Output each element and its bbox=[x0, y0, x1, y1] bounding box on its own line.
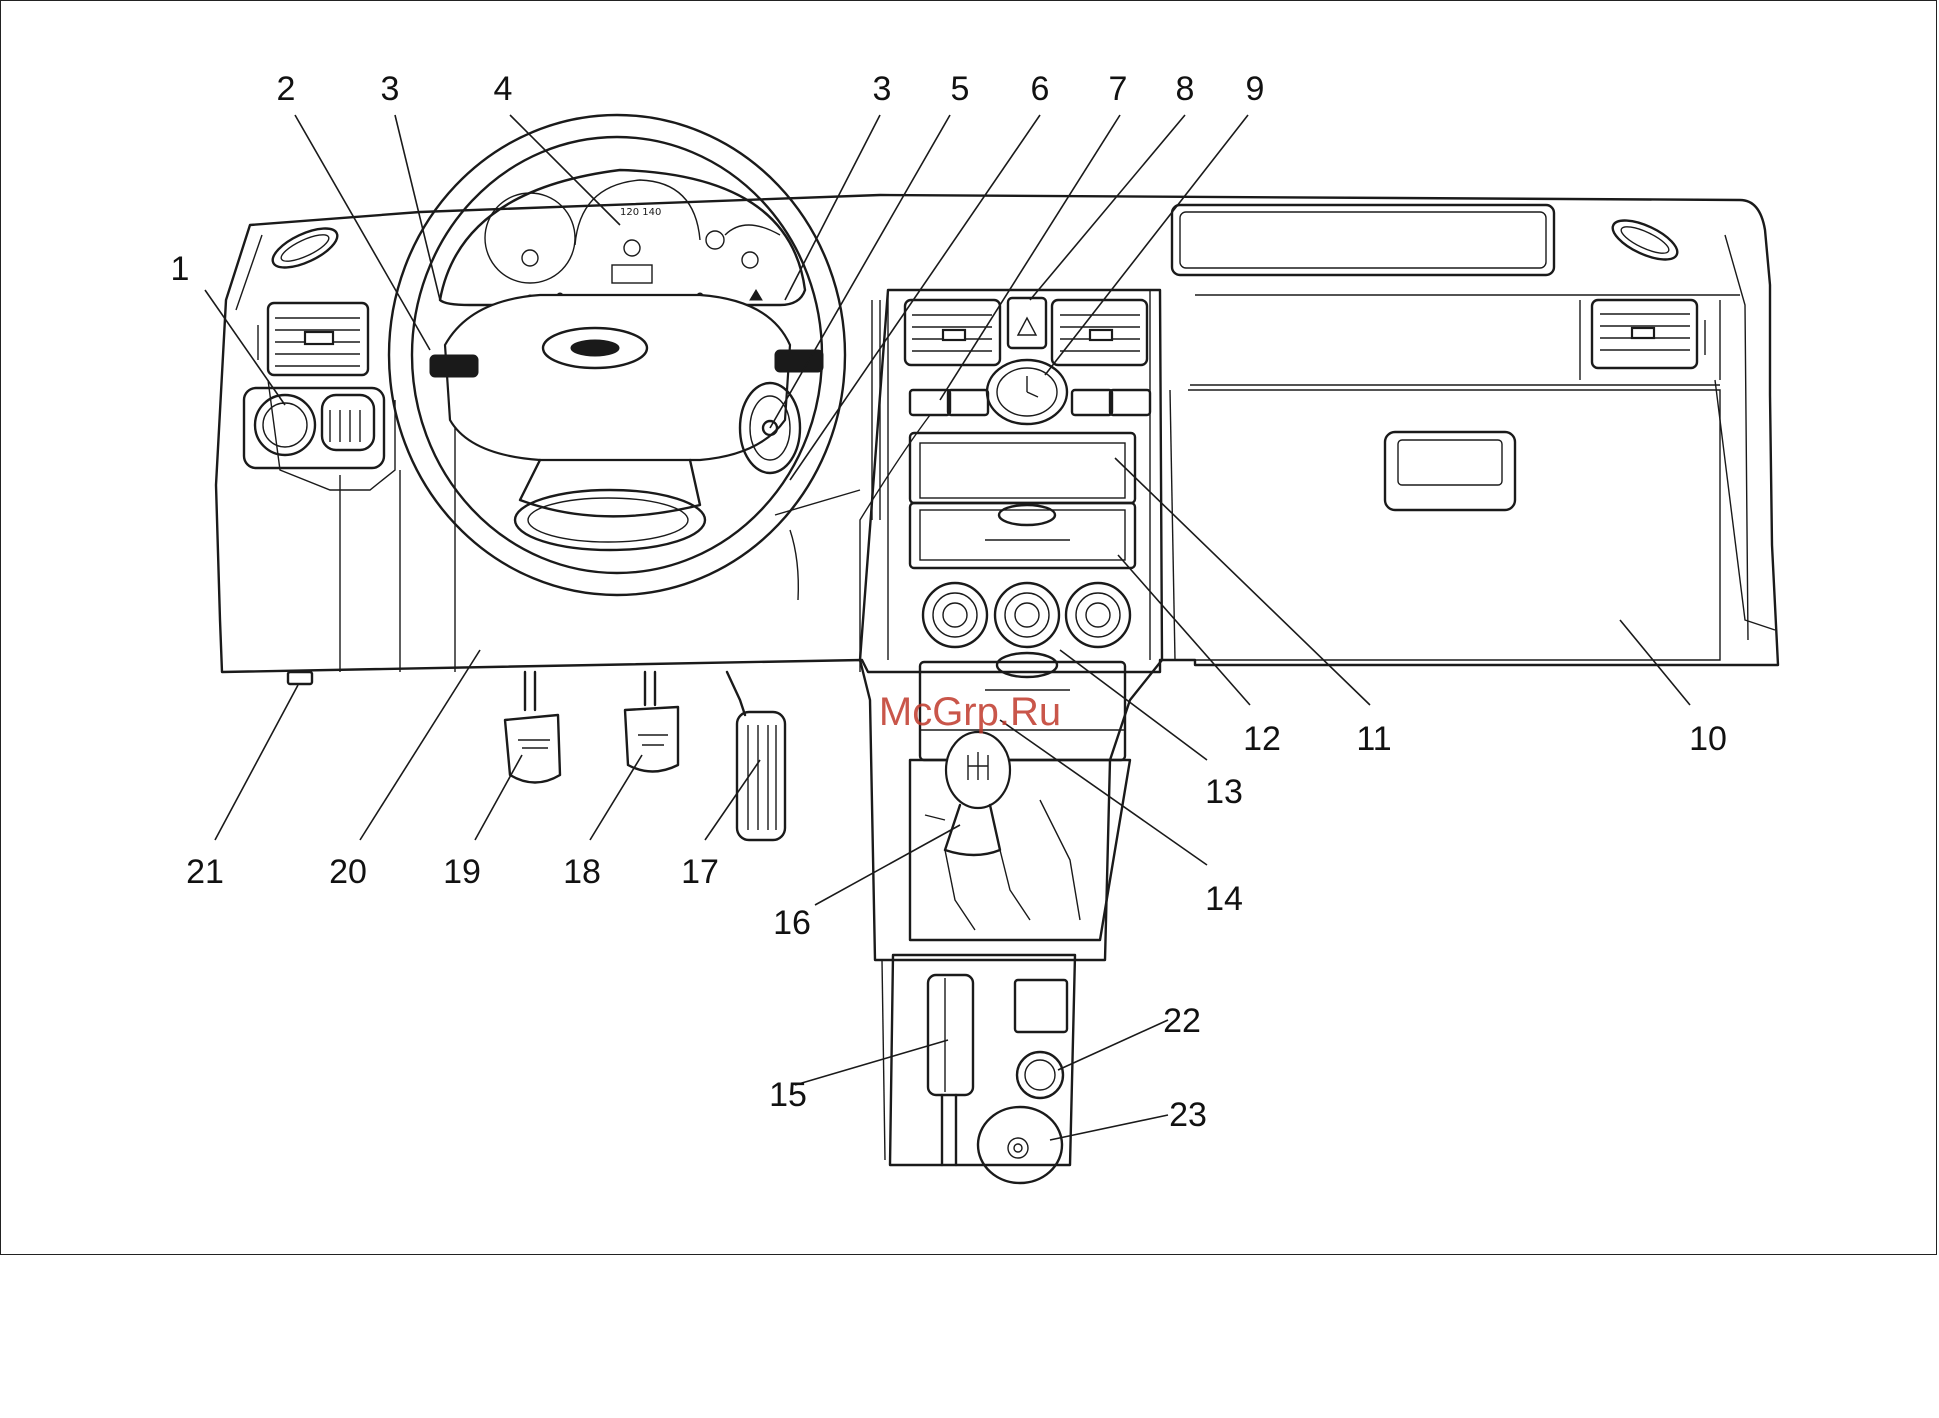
callout-3-left: 3 bbox=[381, 70, 400, 108]
center-vents bbox=[903, 298, 1149, 367]
callout-2: 2 bbox=[277, 70, 296, 108]
callout-16: 16 bbox=[773, 904, 811, 942]
left-defroster-vent bbox=[271, 227, 339, 269]
left-side-vent bbox=[257, 301, 370, 377]
steering-wheel bbox=[387, 113, 847, 597]
callout-21: 21 bbox=[186, 853, 224, 891]
callout-17: 17 bbox=[681, 853, 719, 891]
gear-shifter bbox=[908, 730, 1132, 942]
callout-6: 6 bbox=[1031, 70, 1050, 108]
dashboard-panel bbox=[214, 193, 1780, 674]
radio-slot-lower bbox=[908, 501, 1137, 570]
callout-13: 13 bbox=[1205, 773, 1243, 811]
svg-text:120 140: 120 140 bbox=[620, 207, 661, 218]
ignition-switch bbox=[738, 381, 802, 475]
leader-lines bbox=[204, 114, 1691, 1141]
callout-7: 7 bbox=[1109, 70, 1128, 108]
accelerator-pedal bbox=[725, 670, 787, 842]
callout-12: 12 bbox=[1243, 720, 1281, 758]
callout-22: 22 bbox=[1163, 1002, 1201, 1040]
callout-5: 5 bbox=[951, 70, 970, 108]
callout-15: 15 bbox=[769, 1076, 807, 1114]
glove-box bbox=[1188, 300, 1721, 661]
watermark-text: McGrp.Ru bbox=[879, 690, 1061, 734]
clutch-pedal bbox=[503, 670, 562, 784]
headlight-switch-panel bbox=[242, 386, 386, 470]
floor-tunnel bbox=[881, 953, 1077, 1167]
cigarette-lighter bbox=[1015, 1050, 1065, 1100]
callout-19: 19 bbox=[443, 853, 481, 891]
right-defroster-vent bbox=[1611, 219, 1679, 261]
callout-4: 4 bbox=[494, 70, 513, 108]
callout-9: 9 bbox=[1246, 70, 1265, 108]
top-display-panel bbox=[1170, 203, 1556, 277]
ashtray bbox=[976, 1105, 1064, 1185]
power-socket-panel bbox=[1013, 978, 1069, 1034]
console-switches bbox=[908, 388, 1152, 417]
callout-14: 14 bbox=[1205, 880, 1243, 918]
callout-23: 23 bbox=[1169, 1096, 1207, 1134]
callout-20: 20 bbox=[329, 853, 367, 891]
callout-10: 10 bbox=[1689, 720, 1727, 758]
brake-pedal bbox=[623, 670, 680, 773]
clock bbox=[985, 358, 1069, 426]
heater-controls bbox=[921, 581, 1132, 649]
hood-release-lever bbox=[286, 670, 314, 686]
callout-8: 8 bbox=[1176, 70, 1195, 108]
callout-labels: 1 2 3 3 4 5 6 7 8 9 10 11 12 13 14 15 16… bbox=[171, 70, 1727, 1134]
callout-18: 18 bbox=[563, 853, 601, 891]
right-side-vent bbox=[1590, 298, 1706, 370]
diagram-frame bbox=[0, 0, 1937, 1255]
center-console bbox=[858, 288, 1164, 962]
callout-11: 11 bbox=[1356, 720, 1391, 758]
callout-1: 1 bbox=[171, 250, 190, 288]
hazard-button bbox=[1006, 296, 1048, 350]
callout-3-right: 3 bbox=[873, 70, 892, 108]
